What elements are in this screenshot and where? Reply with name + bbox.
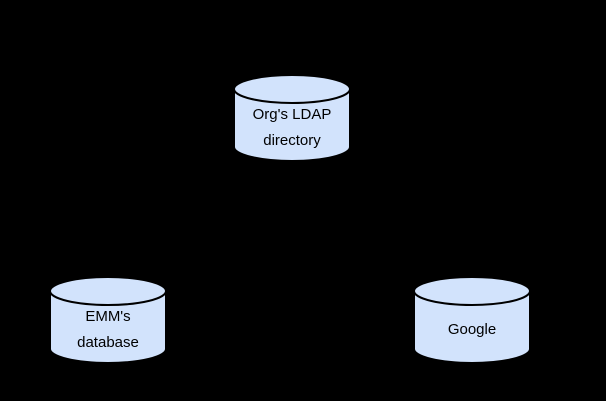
database-cylinder-icon bbox=[233, 74, 351, 162]
node-emm-database: EMM's database bbox=[48, 275, 168, 365]
node-label-line: directory bbox=[263, 132, 321, 149]
node-label-line: EMM's bbox=[85, 308, 131, 325]
node-label-line: Org's LDAP bbox=[252, 106, 332, 123]
node-ldap-directory: Org's LDAP directory bbox=[232, 73, 352, 163]
database-cylinder-icon bbox=[413, 276, 531, 364]
node-label-line: Google bbox=[447, 321, 497, 338]
node-google: Google bbox=[412, 275, 532, 365]
node-label: Org's LDAP directory bbox=[232, 73, 352, 163]
node-label: EMM's database bbox=[48, 275, 168, 365]
database-cylinder-icon bbox=[49, 276, 167, 364]
node-label-line: database bbox=[77, 334, 139, 351]
node-label: Google bbox=[412, 275, 532, 365]
